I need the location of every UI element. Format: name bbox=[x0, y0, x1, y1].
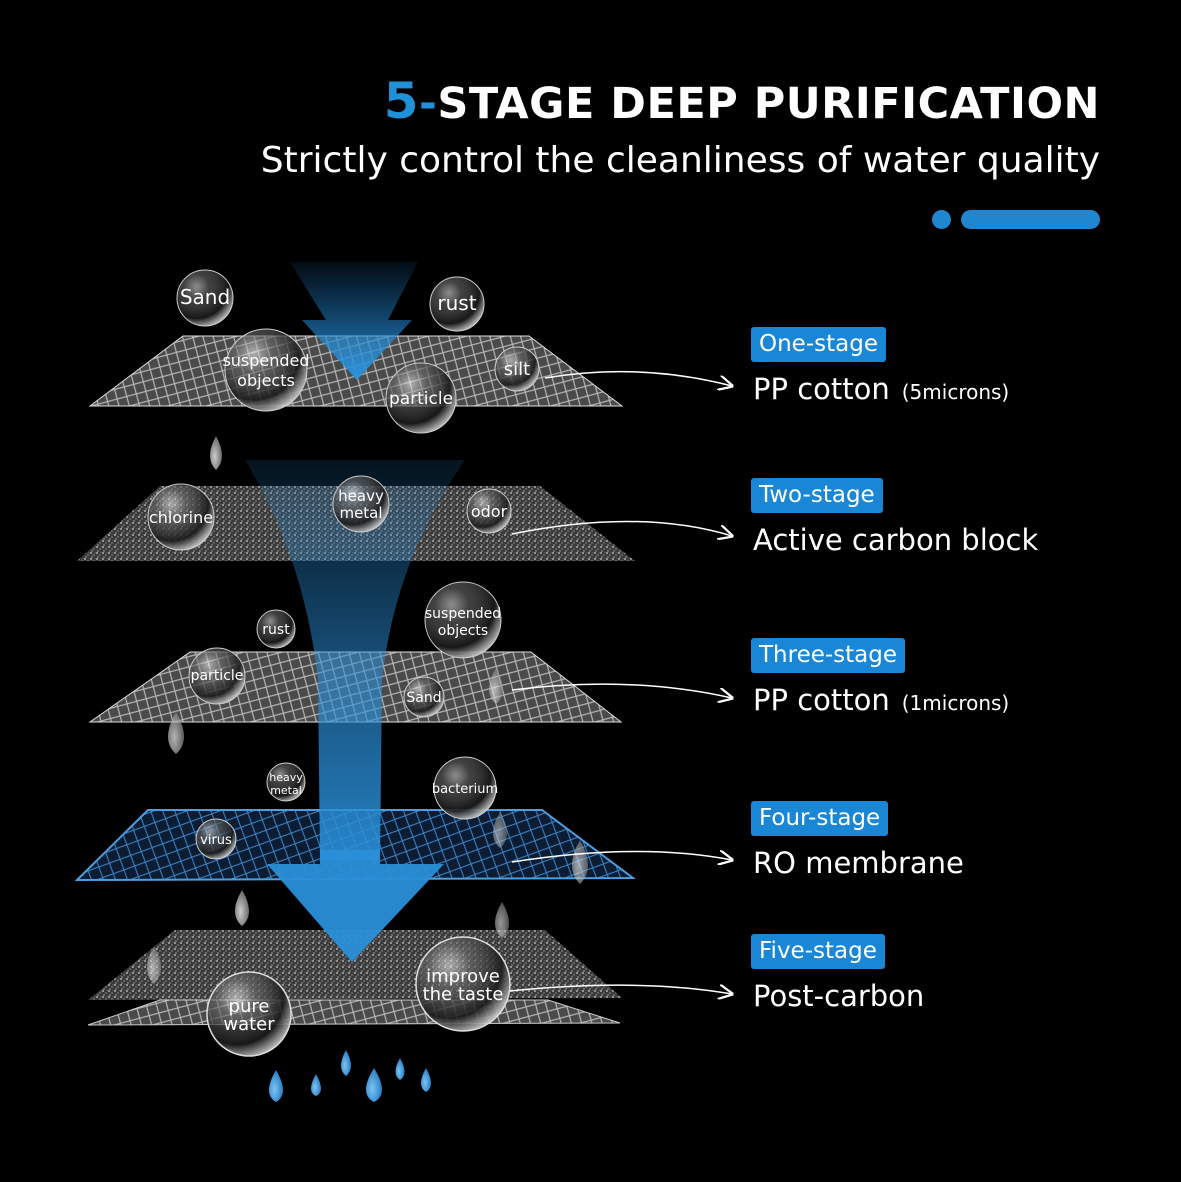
bubble-label: objects bbox=[438, 623, 488, 639]
bubble-label: metal bbox=[270, 784, 302, 797]
bottom-arrow bbox=[267, 850, 444, 962]
stage-5-name: Post-carbon bbox=[753, 979, 924, 1013]
bubble-virus: virus bbox=[195, 818, 237, 860]
bubble-label: virus bbox=[200, 833, 232, 848]
bubble-particle-1: particle bbox=[385, 362, 457, 434]
bubble-label: rust bbox=[437, 291, 476, 315]
bubble-rust-2: rust bbox=[256, 609, 296, 649]
stage-4-tag: Four-stage bbox=[751, 801, 889, 836]
bubble-label: Sand bbox=[406, 690, 441, 706]
stage-3-tag: Three-stage bbox=[751, 638, 906, 673]
bubble-sand-2: Sand bbox=[403, 676, 445, 718]
bubble-label: metal bbox=[339, 504, 382, 522]
layer-5-mesh-bottom bbox=[87, 999, 621, 1026]
bubble-particle-2: particle bbox=[188, 647, 246, 705]
bubble-label: suspended bbox=[222, 351, 309, 370]
bubble-rust-1: rust bbox=[429, 276, 485, 332]
bubble-chlorine: chlorine bbox=[147, 483, 215, 551]
stage-2-tag: Two-stage bbox=[751, 478, 883, 513]
bubble-label: heavy bbox=[338, 487, 384, 505]
stage-5-tag: Five-stage bbox=[751, 934, 885, 969]
stage-name-text: PP cotton bbox=[753, 683, 890, 717]
stage-1-name: PP cotton (5microns) bbox=[753, 372, 1009, 406]
title-dash: - bbox=[419, 79, 438, 129]
stage-note: (1microns) bbox=[901, 691, 1010, 715]
bubble-label: Sand bbox=[180, 285, 230, 309]
stage-3-name: PP cotton (1microns) bbox=[753, 683, 1009, 717]
bubble-suspended-objects-2: suspended objects bbox=[424, 581, 502, 659]
bubble-heavy-metal-1: heavy metal bbox=[332, 475, 390, 533]
grey-drops bbox=[147, 436, 588, 984]
bubble-label: suspended bbox=[425, 606, 501, 622]
bubble-sand-1: Sand bbox=[176, 269, 234, 327]
connector-stage-5 bbox=[509, 985, 732, 994]
title-number: 5 bbox=[383, 72, 420, 130]
bubble-silt: silt bbox=[494, 346, 540, 392]
bubble-label: improve bbox=[426, 966, 500, 987]
bubble-label: chlorine bbox=[149, 508, 213, 527]
stage-name-text: PP cotton bbox=[753, 372, 890, 406]
bubble-label: particle bbox=[389, 389, 453, 409]
top-arrow bbox=[290, 262, 418, 380]
stage-name-text: Post-carbon bbox=[753, 979, 925, 1013]
bubble-label: particle bbox=[191, 668, 244, 684]
pure-water-drops bbox=[269, 1050, 431, 1102]
bubble-label: bacterium bbox=[432, 782, 498, 797]
connector-arrows bbox=[509, 370, 732, 994]
stage-name-text: Active carbon block bbox=[753, 523, 1039, 557]
bubble-label: rust bbox=[262, 622, 290, 638]
bubble-label: pure bbox=[229, 996, 270, 1017]
bubble-bacterium: bacterium bbox=[432, 756, 498, 820]
stage-1-tag: One-stage bbox=[751, 327, 886, 362]
bubble-label: odor bbox=[471, 502, 508, 521]
bubble-label: water bbox=[223, 1014, 275, 1035]
bubble-odor: odor bbox=[466, 488, 512, 534]
bubble-heavy-metal-2: heavy metal bbox=[266, 762, 306, 802]
bubble-label: the taste bbox=[423, 984, 504, 1005]
title-text: STAGE DEEP PURIFICATION bbox=[437, 79, 1100, 129]
decorative-dot bbox=[932, 210, 951, 229]
connector-stage-3 bbox=[511, 683, 732, 698]
bubble-pure-water: pure water bbox=[206, 971, 292, 1057]
page-subtitle: Strictly control the cleanliness of wate… bbox=[260, 140, 1100, 181]
connector-stage-2 bbox=[511, 520, 732, 536]
water-stream bbox=[245, 460, 465, 860]
stage-note: (5microns) bbox=[901, 380, 1010, 404]
stage-name-text: RO membrane bbox=[753, 846, 964, 880]
connector-stage-4 bbox=[511, 851, 732, 862]
bubble-label: objects bbox=[237, 371, 295, 390]
decorative-bar bbox=[961, 210, 1100, 229]
bubble-label: silt bbox=[504, 359, 530, 380]
bubble-label: heavy bbox=[269, 771, 303, 784]
stage-2-name: Active carbon block bbox=[753, 523, 1038, 557]
connector-stage-1 bbox=[544, 370, 732, 386]
stage-4-name: RO membrane bbox=[753, 846, 964, 880]
bubble-improve-taste: improve the taste bbox=[415, 936, 511, 1032]
page-title: 5-STAGE DEEP PURIFICATION bbox=[384, 72, 1100, 130]
bubble-suspended-objects-1: suspended objects bbox=[222, 328, 310, 412]
